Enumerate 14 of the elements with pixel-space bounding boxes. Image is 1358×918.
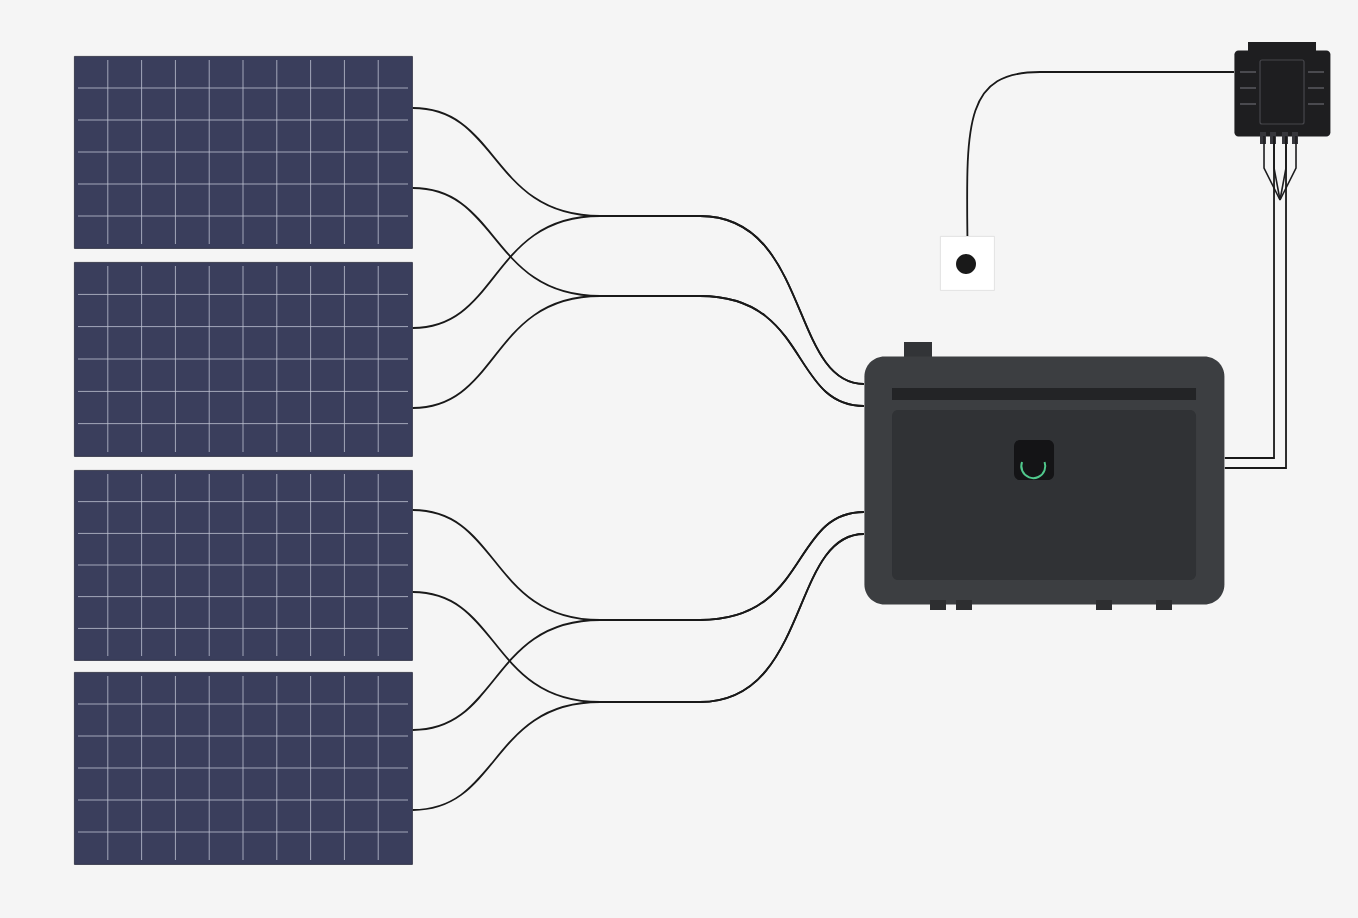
wall-socket-drawing [940, 236, 995, 291]
cable [411, 295, 865, 409]
cable [411, 511, 865, 731]
inverter-drawing [1234, 42, 1331, 201]
battery-drawing [864, 342, 1225, 610]
cable [411, 215, 865, 385]
cable [966, 71, 1235, 237]
solar-panel-drawing [74, 672, 413, 865]
solar-panel-drawing [74, 56, 413, 249]
cable [1223, 135, 1287, 469]
cable [1223, 135, 1275, 459]
solar-panel-drawing [74, 262, 413, 457]
cable [411, 533, 865, 811]
solar-panel-drawing [74, 470, 413, 661]
